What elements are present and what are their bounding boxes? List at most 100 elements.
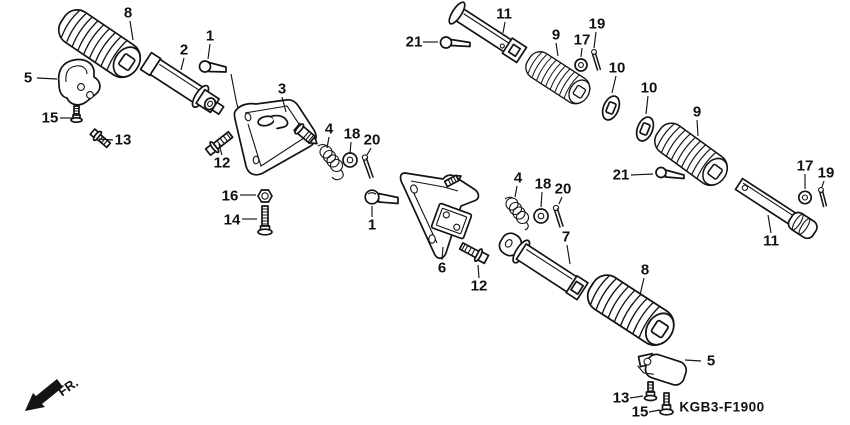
leader-line-20-12 [366,147,372,156]
callout-5-1: 5 [24,70,32,87]
callout-16-7: 16 [222,188,239,205]
leader-line-5-33 [684,359,702,362]
callout-19-23: 19 [818,165,835,182]
callout-5-33: 5 [707,353,715,370]
callout-4-10: 4 [325,121,334,138]
footrest-rubber-9-b [648,117,735,192]
leader-line-9-15 [555,42,559,57]
spring-4-right [504,196,530,231]
bracket-5-left [57,58,101,106]
pin-1-left [198,60,227,73]
leader-line-19-23 [821,180,825,188]
leader-line-11-14 [502,21,506,34]
bolt-14 [257,205,273,236]
leader-line-12-6 [218,143,223,156]
washer-10-b [635,116,655,142]
bracket-6 [399,172,480,260]
pin-20-right [552,204,564,228]
callout-21-13: 21 [406,34,423,51]
leader-line-13-3 [98,138,114,141]
pin-21-a [439,36,471,49]
bolt-13-left [89,128,112,149]
callout-18-26: 18 [535,176,552,193]
bolt-15-left [70,105,83,124]
leader-line-10-19 [645,95,649,115]
callout-7-28: 7 [562,229,570,246]
washer-18-left [342,152,358,168]
callout-12-30: 12 [471,278,488,295]
washer-10-a [601,95,621,121]
washer-17-b [797,190,813,205]
leader-line-18-11 [349,141,352,155]
callout-8-0: 8 [124,5,132,22]
leader-line-8-0 [129,20,134,41]
leader-line-1-5 [207,43,211,60]
footrest-rubber-9-a [520,46,596,110]
callout-2-4: 2 [180,42,188,59]
pin-19-a [591,49,602,71]
leader-line-17-16 [580,47,583,58]
callout-17-16: 17 [574,32,591,49]
leader-line-4-25 [514,185,518,198]
leader-line-2-4 [180,57,185,71]
callout-8-32: 8 [641,262,649,279]
callout-19-17: 19 [589,16,606,33]
leader-line-21-21 [630,173,654,176]
callout-15-2: 15 [42,110,59,127]
callout-12-6: 12 [214,155,231,172]
callout-13-3: 13 [115,132,132,149]
callout-21-21: 21 [613,167,630,184]
leader-line-19-17 [593,31,597,49]
callout-9-20: 9 [693,104,701,121]
callout-6-29: 6 [438,260,446,277]
leader-line-7-28 [566,244,571,265]
leader-line-5-1 [36,77,58,80]
fr-label: FR. [55,375,81,399]
bolt-13-right [643,381,658,402]
bolt-12-left [204,130,234,157]
left-footrest-assembly [52,3,374,236]
leader-line-8-32 [639,277,645,296]
leader-line-15-35 [648,409,661,413]
leader-line-18-26 [540,191,543,208]
callout-14-8: 14 [224,212,241,229]
assembly-line-pin1 [230,73,240,113]
bolt-15-right [659,392,674,416]
footrest-arm-7 [498,232,589,301]
callout-13-34: 13 [613,390,630,407]
leader-line-12-30 [477,264,480,279]
bracket-5-right [637,352,688,386]
callout-3-9: 3 [278,81,286,98]
callout-4-25: 4 [514,170,523,187]
callout-1-31: 1 [368,217,376,234]
leader-line-6-29 [441,246,444,261]
nut-16 [257,189,273,203]
leader-line-13-34 [629,395,644,399]
callout-1-5: 1 [206,28,214,45]
callout-15-35: 15 [632,404,649,421]
washer-17-a [574,58,588,72]
callout-10-19: 10 [641,80,658,97]
leader-line-20-27 [558,196,563,205]
right-footrest-assembly [364,172,688,416]
pin-20-left [361,154,374,179]
leader-line-4-10 [326,136,330,149]
spring-4-left [317,143,344,181]
rod-11-a [448,1,528,64]
callout-18-11: 18 [344,126,361,143]
callout-10-18: 10 [609,60,626,77]
bracket-3 [233,98,318,176]
footrest-arm-2 [139,51,225,116]
rod-11-b [734,177,818,240]
callout-20-27: 20 [555,181,572,198]
callout-9-15: 9 [552,27,560,44]
pin-19-b [818,187,828,208]
fr-direction-indicator: FR. [25,375,81,411]
pin-21-b [655,166,685,180]
bolt-1-right [364,189,399,205]
leader-line-10-18 [611,75,617,94]
diagram-code: KGB3-F1900 [679,400,764,415]
